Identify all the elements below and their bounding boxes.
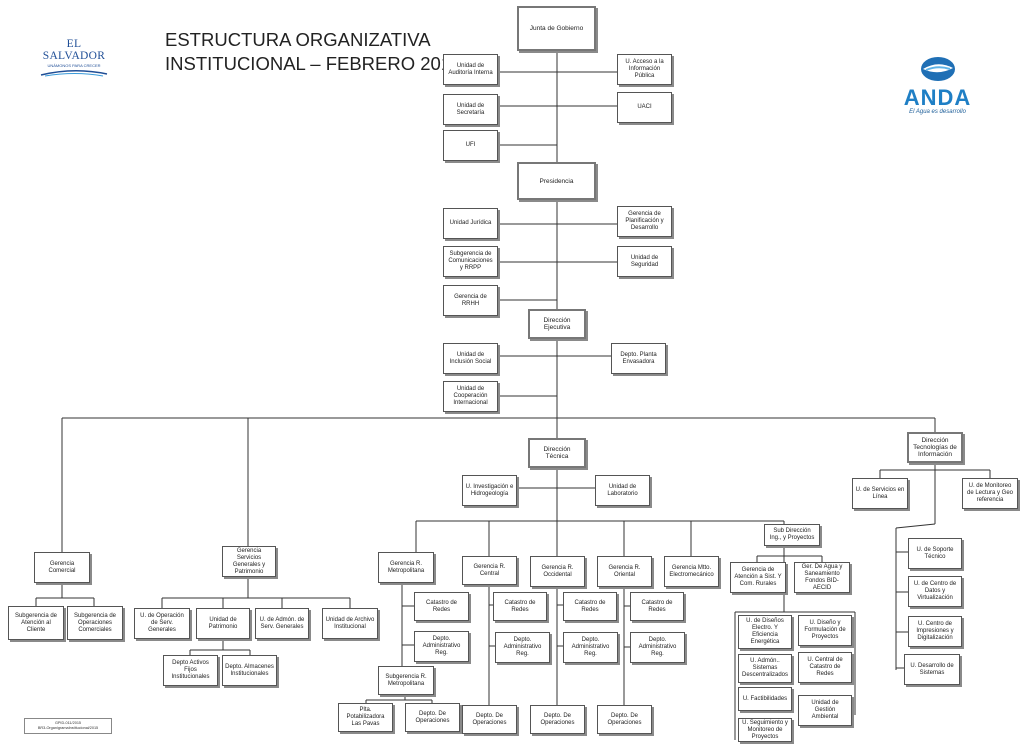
node-operacion-serv-generales: U. de Operación de Serv. Generales [134,608,190,639]
node-gerencia-metropolitana: Gerencia R. Metropolitana [378,552,434,583]
node-direccion-tecnica: Dirección Técnica [528,438,586,468]
node-catastro-central-redes: U. Central de Catastro de Redes [798,652,852,683]
node-gerencia-comercial: Gerencia Comercial [34,552,90,583]
node-gerencia-occidental: Gerencia R. Occidental [530,556,585,587]
title-line-2: INSTITUCIONAL – FEBRERO 2015 [165,53,462,74]
node-comunicaciones: Subgerencia de Comunicaciones y RRPP [443,246,498,277]
node-catastro-oriental: Catastro de Redes [630,592,684,621]
node-gerencia-oriental: Gerencia R. Oriental [597,556,652,587]
footer-code: GPID-011/2015 [54,721,82,725]
node-bid-aecid: Ger. De Agua y Saneamiento Fondos BID-AE… [794,562,850,593]
node-seguridad: Unidad de Seguridad [617,246,672,277]
node-sistemas-descentralizados: U. Admón.. Sistemas Descentralizados [738,654,792,683]
page-title: ESTRUCTURA ORGANIZATIVA INSTITUCIONAL – … [165,28,462,76]
node-gestion-ambiental: Unidad de Gestión Ambiental [798,695,852,726]
node-administrativo-central: Depto. Administrativo Reg. [495,632,550,663]
node-atencion-cliente: Subgerencia de Atención al Cliente [8,606,64,640]
node-presidencia: Presidencia [517,162,596,200]
anda-logo-name: ANDA [903,85,972,110]
node-servicios-en-linea: U. de Servicios en Línea [852,478,908,509]
node-catastro-occidental: Catastro de Redes [563,592,617,621]
node-centro-impresiones: U. Centro de Impresiones y Digitalizació… [908,616,962,647]
node-administrativo-occidental: Depto. Administrativo Reg. [563,632,618,663]
node-administrativo-oriental: Depto. Administrativo Reg. [630,632,685,663]
node-catastro-central: Catastro de Redes [493,592,547,621]
node-potabilizadora-las-pavas: Plta. Potabilizadora Las Pavas [338,703,393,732]
node-rrhh: Gerencia de RRHH [443,285,498,316]
document-footer: GPID-011/2015 BR3-OrganigramaInstitucion… [24,718,112,734]
title-line-1: ESTRUCTURA ORGANIZATIVA [165,29,431,50]
node-direccion-ejecutiva: Dirección Ejecutiva [528,309,586,339]
node-inclusion-social: Unidad de Inclusión Social [443,343,498,374]
node-investigacion-hidrogeologia: U. Investigación e Hidrogeología [462,475,517,506]
el-salvador-logo: EL SALVADOR UNÁMONOS PARA CRECER [36,38,112,77]
footer-file: BR3-OrganigramaInstitucional/2015 [37,726,99,730]
node-atencion-rurales: Gerencia de Atención a Sist. Y Com. Rura… [730,562,786,593]
el-salvador-logo-tagline: UNÁMONOS PARA CRECER [47,63,101,68]
node-secretaria: Unidad de Secretaría [443,94,498,125]
node-uaci: UACI [617,92,672,123]
node-monitoreo-lectura: U. de Monitoreo de Lectura y Geo referen… [962,478,1018,509]
node-almacenes: Depto. Almacenes Institucionales [222,655,277,686]
node-operaciones-central: Depto. De Operaciones [462,705,517,734]
node-soporte-tecnico: U. de Soporte Técnico [908,538,962,569]
node-factibilidades: U. Factibilidades [738,687,792,711]
node-laboratorio: Unidad de Laboratorio [595,475,650,506]
node-operaciones-metropolitana: Depto. De Operaciones [405,703,460,732]
swoosh-icon [40,69,108,77]
node-archivo-institucional: Unidad de Archivo Institucional [322,608,378,639]
node-junta-de-gobierno: Junta de Gobierno [517,6,596,51]
node-patrimonio: Unidad de Patrimonio [196,608,250,639]
node-activos-fijos: Depto Activos Fijos Institucionales [163,655,218,686]
node-planta-envasadora: Depto. Planta Envasadora [611,343,666,374]
node-operaciones-oriental: Depto. De Operaciones [597,705,652,734]
node-centro-datos: U. de Centro de Datos y Virtualización [908,576,962,607]
node-cooperacion-internacional: Unidad de Cooperación Internacional [443,381,498,412]
node-auditoria-interna: Unidad de Auditoría Interna [443,54,498,85]
node-operaciones-comerciales: Subgerencia de Operaciones Comerciales [67,606,123,640]
node-electromecanico: Gerencia Mtto. Electromecánico [664,556,719,587]
node-gerencia-central: Gerencia R. Central [462,556,517,585]
node-ufi: UFI [443,130,498,161]
node-unidad-juridica: Unidad Jurídica [443,208,498,239]
node-subgerencia-metropolitana: Subgerencia R. Metropolitana [378,666,434,695]
node-servicios-generales: Gerencia Servicios Generales y Patrimoni… [222,546,276,577]
node-administrativo-metropolitana: Depto. Administrativo Reg. [414,631,469,662]
node-subdireccion-proyectos: Sub Dirección Ing., y Proyectos [764,524,820,546]
node-disenos-electro: U. de Diseños Electro. Y Eficiencia Ener… [738,615,792,649]
node-admon-serv-generales: U. de Admón. de Serv. Generales [255,608,309,639]
node-desarrollo-sistemas: U. Desarrollo de Sistemas [904,654,960,685]
node-formulacion-proyectos: U. Diseño y Formulación de Proyectos [798,615,852,646]
anda-logo-tagline: El Agua es desarrollo [909,109,966,115]
node-acceso-informacion: U. Acceso a la Información Pública [617,54,672,85]
water-drop-icon [920,57,955,81]
node-catastro-metropolitana: Catastro de Redes [414,592,469,621]
anda-logo: ANDA El Agua es desarrollo [880,56,995,115]
node-seguimiento-proyectos: U. Seguimiento y Monitoreo de Proyectos [738,718,792,742]
el-salvador-logo-name: EL SALVADOR [42,38,106,62]
node-operaciones-occidental: Depto. De Operaciones [530,705,585,734]
node-direccion-tecnologias: Dirección Tecnologías de Información [907,432,963,463]
node-planificacion-desarrollo: Gerencia de Planificación y Desarrollo [617,206,672,237]
